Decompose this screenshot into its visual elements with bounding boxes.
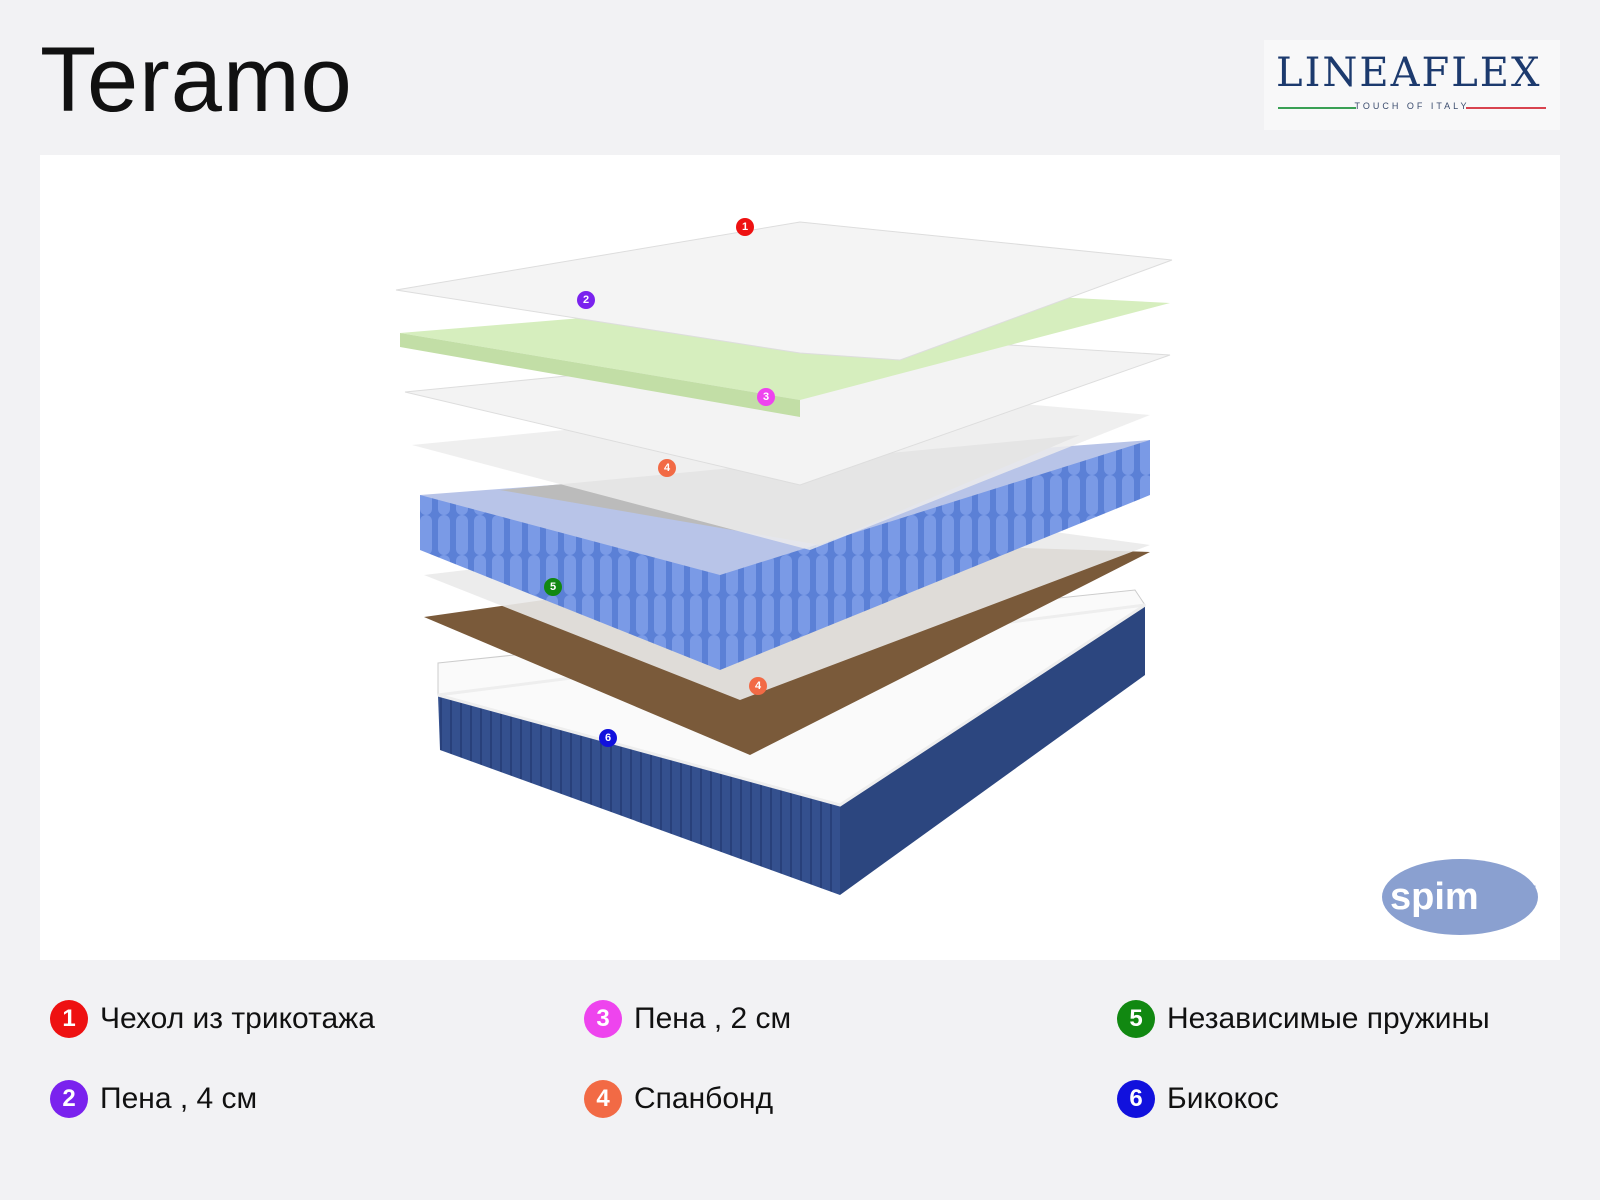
marker-1: 1 [736,218,754,236]
marker-3: 3 [757,388,775,406]
marker-5: 5 [544,578,562,596]
mattress-image-panel: 1 2 3 4 5 4 6 [40,155,1560,960]
marker-2: 2 [577,291,595,309]
spim-watermark: spim .ru [1380,855,1540,935]
svg-text:spim: spim [1390,876,1479,918]
lineaflex-logo: LINEAFLEX TOUCH OF ITALY [1264,40,1560,130]
marker-6: 6 [599,729,617,747]
svg-text:.ru: .ru [1504,875,1537,905]
mattress-layers-illustration [395,221,1173,895]
marker-4-lower: 4 [749,677,767,695]
marker-4: 4 [658,459,676,477]
page-title: Teramo [40,29,353,131]
